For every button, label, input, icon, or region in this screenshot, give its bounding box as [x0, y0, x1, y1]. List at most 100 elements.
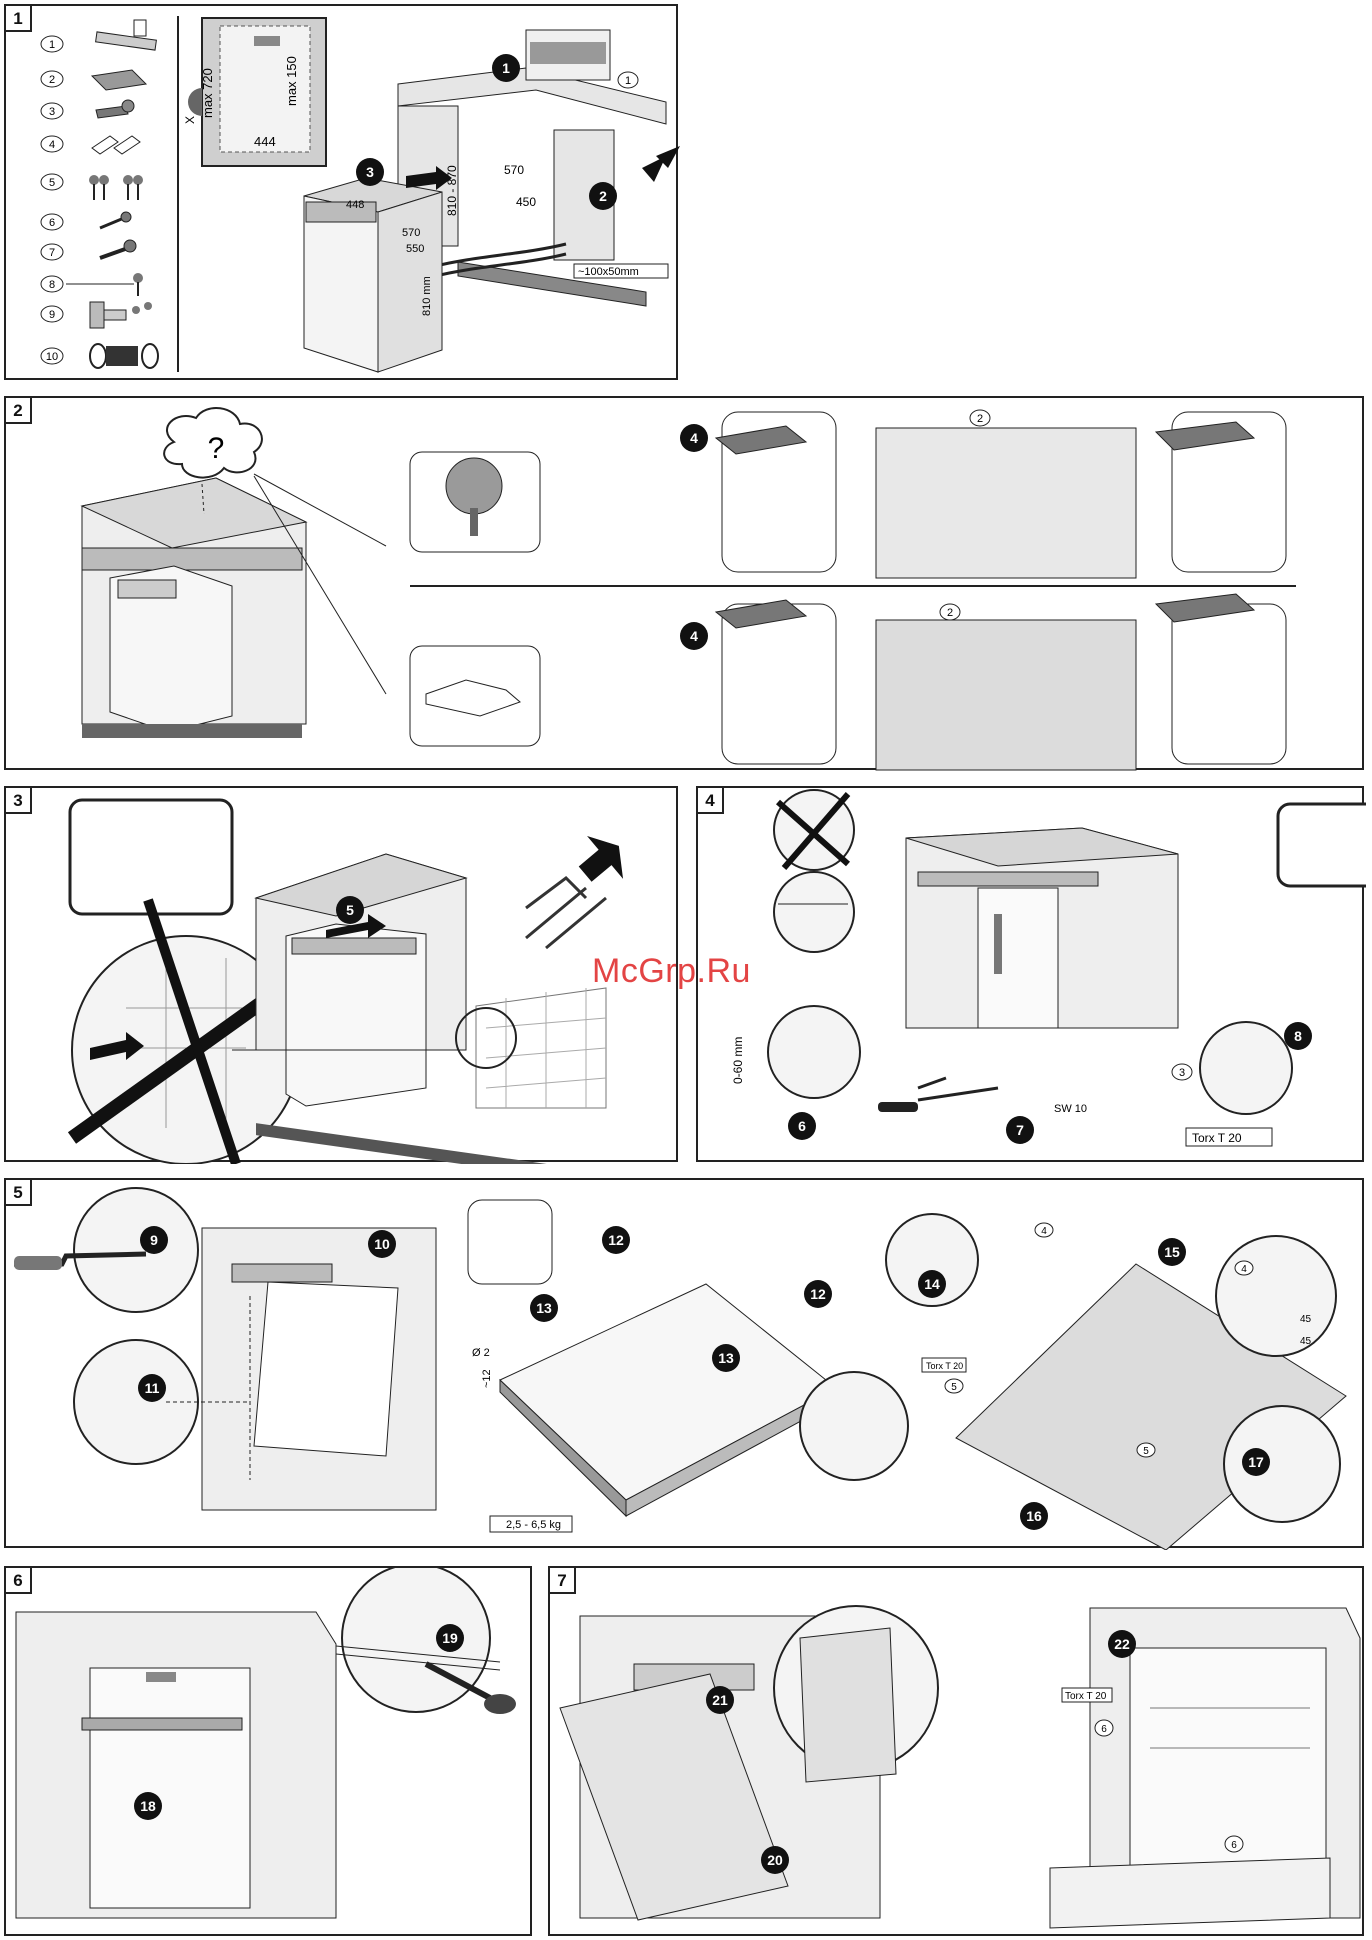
drill-depth: ~12	[481, 1369, 493, 1388]
panel-6-illustration: 18 19	[6, 1568, 534, 1938]
part-3: 3	[41, 100, 134, 119]
part-ref: 4	[1035, 1223, 1053, 1237]
dim-570: 570	[504, 163, 524, 177]
panel-2-illustration: ? 4 2 4 2	[6, 398, 1366, 772]
svg-text:5: 5	[951, 1382, 957, 1393]
panel-2: 2 ? 4 2	[4, 396, 1364, 770]
part-ref: 3	[1172, 1064, 1192, 1080]
dim-450: 450	[516, 195, 536, 209]
step-badge: 22	[1108, 1630, 1136, 1658]
step-badge: 1	[492, 54, 520, 82]
part-8: 8	[41, 273, 143, 296]
dim-810-870: 810 - 870	[445, 165, 459, 216]
question-cloud: ?	[164, 408, 262, 478]
svg-text:3: 3	[49, 106, 55, 118]
dim-x: X	[183, 116, 197, 124]
svg-text:8: 8	[49, 279, 55, 291]
step-badge: 2	[589, 182, 617, 210]
svg-text:5: 5	[49, 177, 55, 189]
svg-text:13: 13	[718, 1350, 734, 1366]
panel-1-illustration: 1 2 3 4 5 6 7 8 9 10	[6, 6, 680, 382]
step-badge: 20	[761, 1846, 789, 1874]
step-badge: 7	[1006, 1116, 1034, 1144]
step-badge: 12	[602, 1226, 630, 1254]
svg-text:17: 17	[1248, 1454, 1264, 1470]
cutout-template: max 720 max 150 444 X	[183, 18, 326, 166]
step-badge: 13	[530, 1294, 558, 1322]
part-ref: 2	[970, 410, 990, 426]
step-badge: 14	[918, 1270, 946, 1298]
angle-45a: 45	[1300, 1314, 1312, 1325]
svg-text:4: 4	[1041, 1226, 1047, 1237]
step-badge: 4	[680, 424, 708, 452]
range-label: 0-60 mm	[731, 1037, 745, 1084]
part-ref: 2	[940, 604, 960, 620]
svg-text:7: 7	[1016, 1122, 1024, 1138]
svg-text:2: 2	[947, 607, 953, 619]
svg-text:10: 10	[374, 1236, 390, 1252]
part-ref-1: 1	[625, 75, 631, 87]
part-5: 5	[41, 174, 143, 200]
step-badge: 3	[356, 158, 384, 186]
step-badge: 13	[712, 1344, 740, 1372]
svg-text:12: 12	[810, 1286, 826, 1302]
svg-text:7: 7	[49, 247, 55, 259]
step-badge: 18	[134, 1792, 162, 1820]
panel-5-illustration: 2,5 - 6,5 kg Ø 2 ~12 Torx T 20 45 45 4 4…	[6, 1180, 1366, 1550]
svg-text:9: 9	[49, 309, 55, 321]
step-badge: 16	[1020, 1502, 1048, 1530]
part-ref: 6	[1095, 1720, 1113, 1736]
svg-text:18: 18	[140, 1798, 156, 1814]
dim-max720: max 720	[200, 68, 215, 118]
svg-text:1: 1	[502, 60, 510, 76]
svg-text:3: 3	[1179, 1067, 1185, 1079]
step-badge: 19	[436, 1624, 464, 1652]
dim-448: 448	[346, 199, 364, 211]
dim-810: 810 mm	[421, 276, 433, 316]
svg-text:1: 1	[49, 39, 55, 51]
panel-6: 6 18 19	[4, 1566, 532, 1936]
step-badge: 21	[706, 1686, 734, 1714]
svg-text:4: 4	[690, 628, 698, 644]
svg-text:4: 4	[1241, 1264, 1247, 1275]
svg-text:2: 2	[49, 74, 55, 86]
sw-label: SW 10	[1054, 1103, 1087, 1115]
parts-list: 1 2 3 4 5 6 7 8 9 10	[41, 20, 158, 368]
dim-cutout: ~100x50mm	[578, 266, 639, 278]
panel-1: 1 1 2 3 4 5 6 7 8 9 10	[4, 4, 678, 380]
step-badge: 5	[336, 896, 364, 924]
step-badge: 8	[1284, 1022, 1312, 1050]
panel-7-illustration: Torx T 20 6 6 20 21 22	[550, 1568, 1366, 1938]
dim-444: 444	[254, 134, 276, 149]
step-badge: 11	[138, 1374, 166, 1402]
svg-text:5: 5	[1143, 1446, 1149, 1457]
svg-text:21: 21	[712, 1692, 728, 1708]
question-mark: ?	[208, 432, 225, 465]
step-badge: 9	[140, 1226, 168, 1254]
svg-text:20: 20	[767, 1852, 783, 1868]
panel-5: 5 2,5 - 6,5 kg Ø 2 ~12 Torx T 20 45 45 4…	[4, 1178, 1364, 1548]
step-badge: 17	[1242, 1448, 1270, 1476]
dim-570b: 570	[402, 227, 420, 239]
panel-4-illustration: 0-60 mm Torx T 20 SW 10 3 6 7 8	[698, 788, 1366, 1164]
part-10: 10	[41, 344, 158, 368]
angle-45b: 45	[1300, 1336, 1312, 1347]
svg-text:11: 11	[145, 1380, 160, 1396]
svg-text:6: 6	[798, 1118, 806, 1134]
svg-text:14: 14	[924, 1276, 940, 1292]
svg-text:10: 10	[46, 351, 58, 363]
svg-text:22: 22	[1114, 1636, 1130, 1652]
part-4: 4	[41, 136, 140, 154]
svg-text:19: 19	[442, 1630, 458, 1646]
svg-text:9: 9	[150, 1232, 158, 1248]
svg-text:5: 5	[346, 902, 354, 918]
empty-callout-box	[70, 800, 232, 914]
part-ref: 6	[1225, 1836, 1243, 1852]
svg-text:15: 15	[1164, 1244, 1180, 1260]
part-7: 7	[41, 240, 136, 260]
svg-text:2: 2	[977, 413, 983, 425]
svg-text:4: 4	[690, 430, 698, 446]
weight-label: 2,5 - 6,5 kg	[506, 1519, 561, 1531]
torx-label: Torx T 20	[1192, 1131, 1242, 1145]
panel-7: 7 Torx T 20 6 6 20 21 22	[548, 1566, 1364, 1936]
